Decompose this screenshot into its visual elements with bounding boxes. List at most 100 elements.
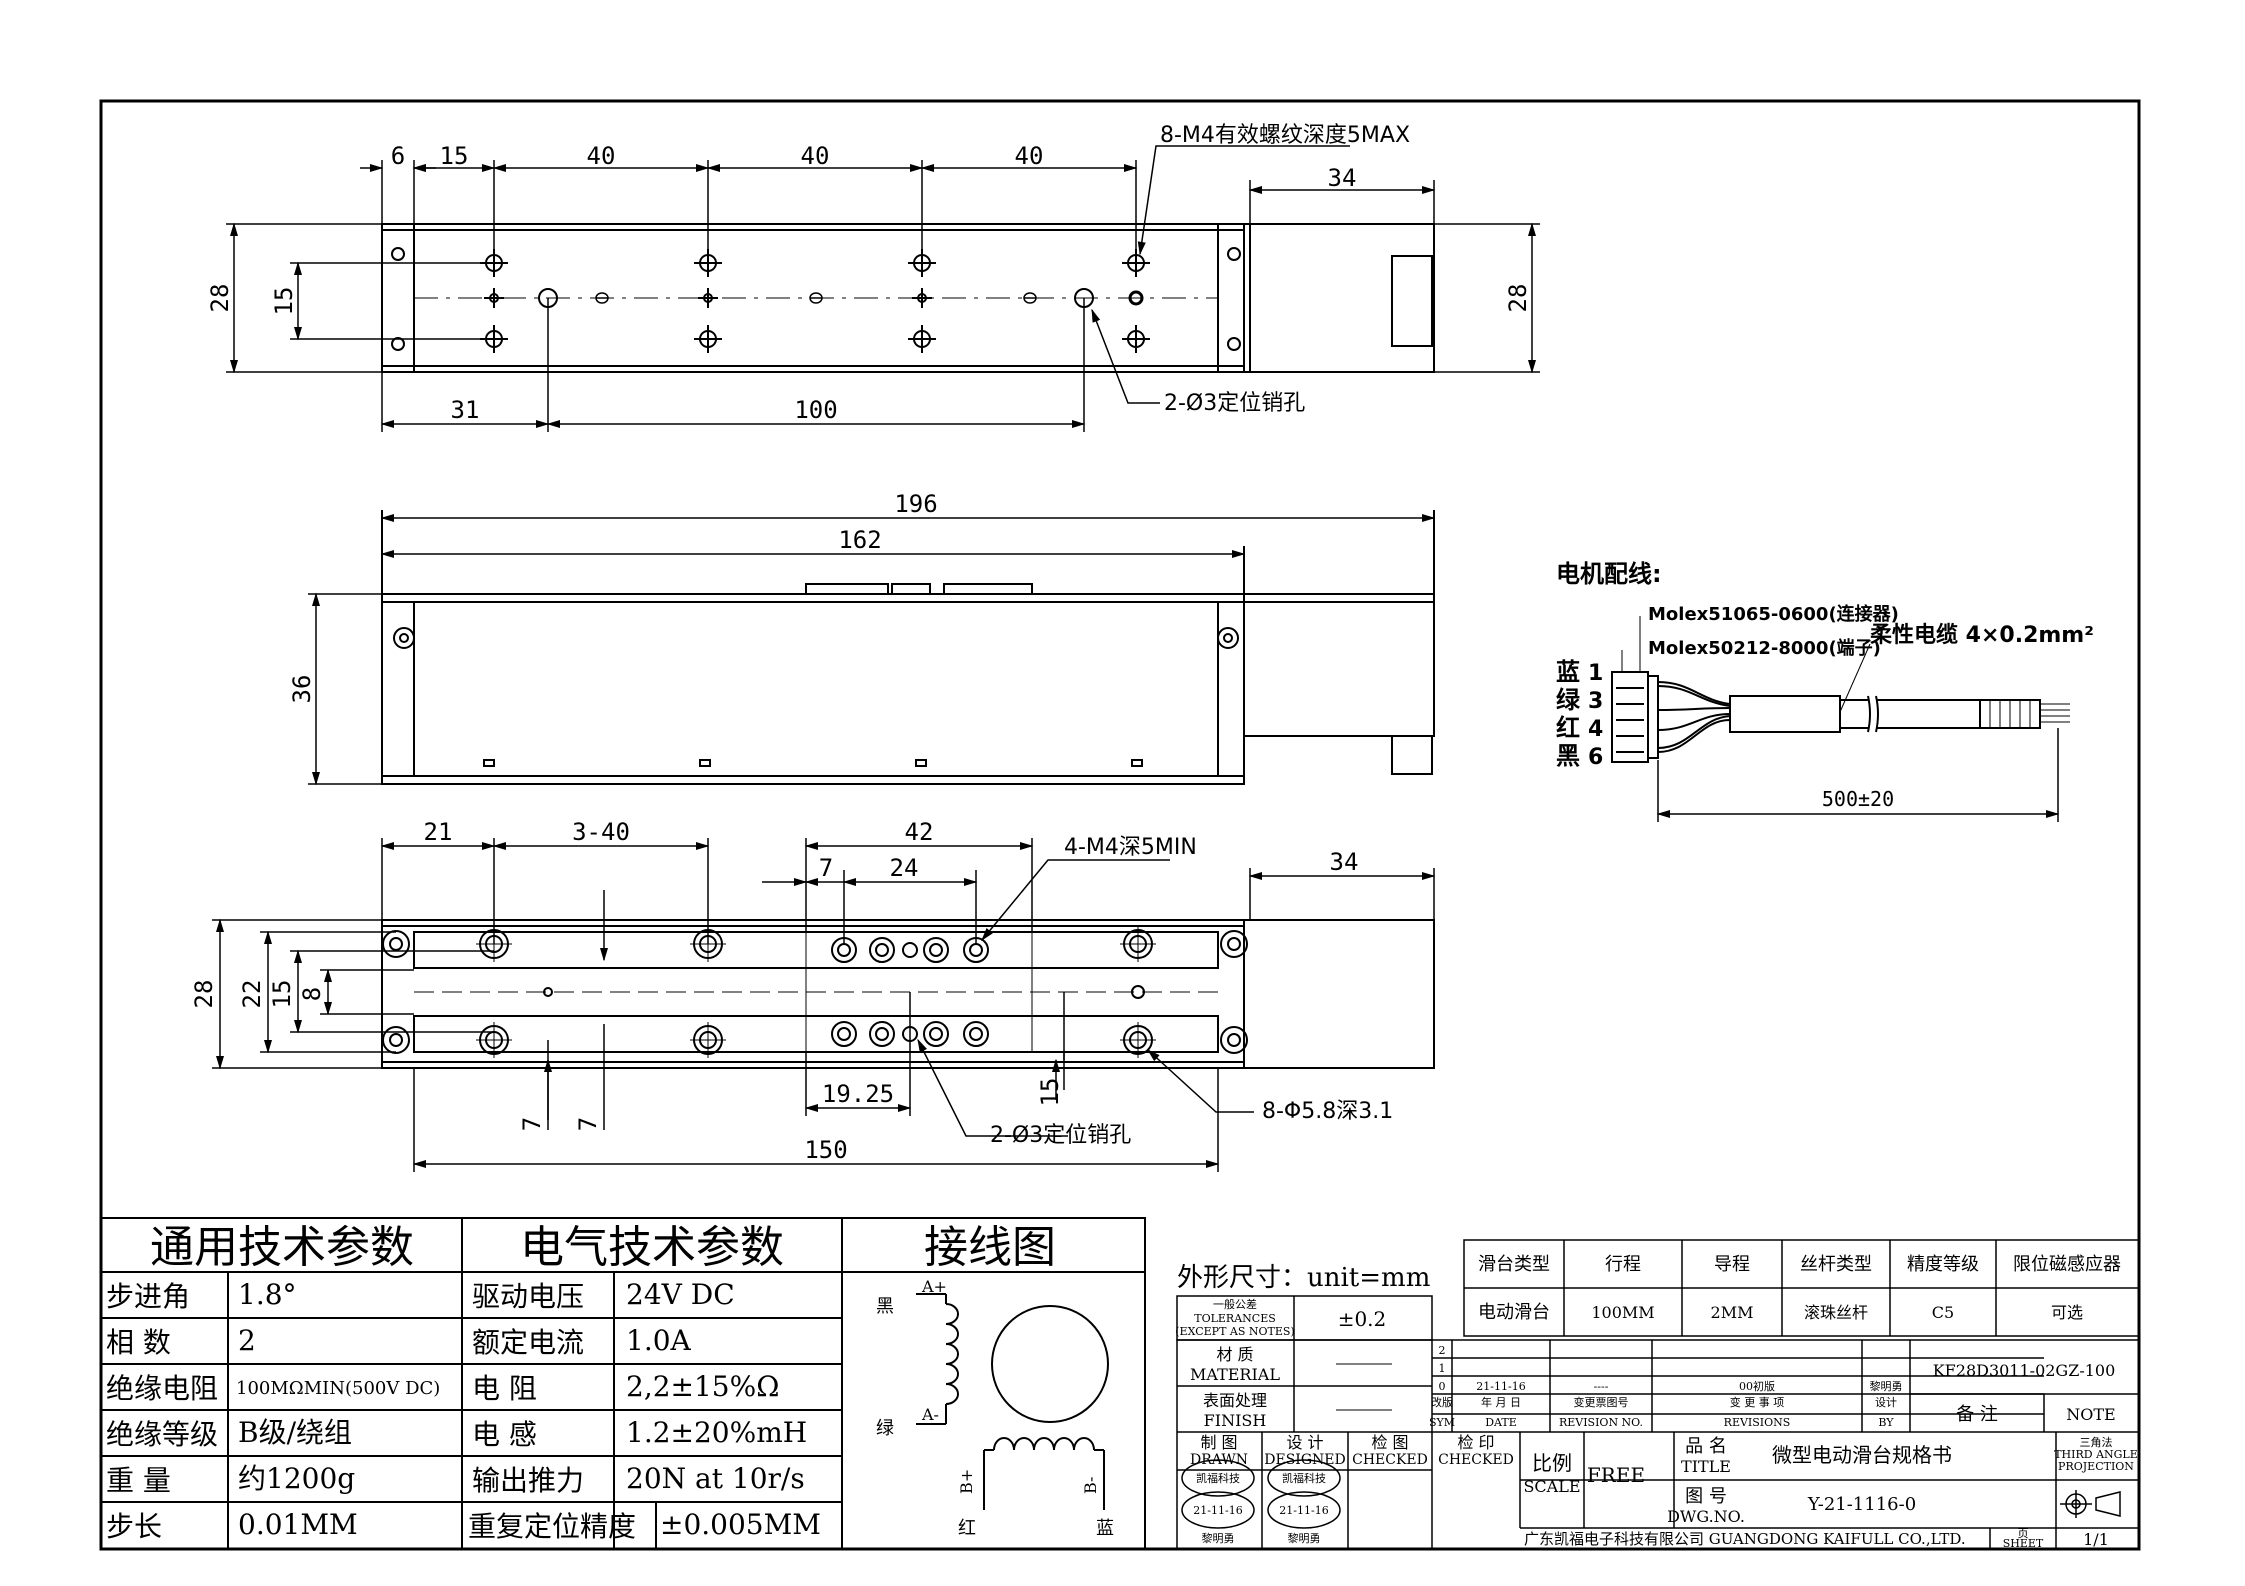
wiring-title: 电机配线: [1556, 560, 1662, 588]
dwg-cn: 图 号 [1685, 1486, 1727, 1507]
spec-h-3: 丝杆类型 [1800, 1254, 1872, 1275]
spec-v-3: 滚珠丝杆 [1804, 1303, 1868, 1322]
relief-hole [809, 292, 823, 304]
dwg-value: Y-21-1116-0 [1807, 1494, 1916, 1515]
dim-24: 24 [890, 854, 919, 882]
gen-label-0: 步进角 [106, 1280, 190, 1313]
gen-label-2: 绝缘电阻 [106, 1372, 218, 1405]
thread-hole [908, 325, 936, 353]
ele-label-4: 输出推力 [472, 1464, 584, 1497]
dim-28-bottom: 28 [190, 980, 218, 1009]
wd-black: 黑 [876, 1296, 894, 1317]
dim-31: 31 [451, 396, 480, 424]
electrical-header: 电气技术参数 [520, 1222, 784, 1273]
top-view-holes [480, 249, 1150, 353]
dim-100: 100 [794, 396, 837, 424]
dim-22: 22 [238, 980, 266, 1009]
dim-34-bottom: 34 [1330, 848, 1359, 876]
thread-hole [1122, 325, 1150, 353]
wd-green: 绿 [876, 1418, 894, 1439]
gen-value-4: 约1200g [238, 1462, 355, 1495]
thread-hole [694, 325, 722, 353]
wd-a-minus: A- [921, 1405, 939, 1424]
dim-15-right: 15 [1036, 1078, 1064, 1107]
ele-value-1: 1.0A [626, 1324, 692, 1357]
checked-cn: 检 图 [1371, 1433, 1408, 1452]
spec-h-2: 导程 [1714, 1254, 1750, 1275]
wd-red: 红 [958, 1518, 976, 1539]
note-pin-bottom: 2-Ø3定位销孔 [990, 1123, 1131, 1148]
stamp-designed-name: 黎明勇 [1288, 1531, 1321, 1545]
slide-thread-hole [869, 1021, 895, 1047]
part-no: KF28D3011-02GZ-100 [1933, 1361, 2116, 1380]
dim-36: 36 [288, 675, 316, 704]
stamp-drawn-name: 黎明勇 [1202, 1531, 1235, 1545]
col-rev-en: REVISIONS [1724, 1416, 1791, 1429]
thread-hole [912, 288, 932, 308]
rev-date: 21-11-16 [1476, 1380, 1525, 1393]
thread-hole [908, 249, 936, 277]
dim-34: 34 [1328, 164, 1357, 192]
dim-15-left: 15 [270, 287, 298, 316]
col-sym-en: SYM [1429, 1416, 1455, 1429]
pin-num-1: 1 [1588, 661, 1603, 686]
material-en: MATERIAL [1190, 1365, 1280, 1384]
top-view-dims [226, 145, 1540, 432]
ele-value-4: 20N at 10r/s [626, 1462, 805, 1495]
connector-label: Molex51065-0600(连接器) [1648, 603, 1899, 625]
dim-28-right: 28 [1504, 284, 1532, 313]
spec-v-4: C5 [1932, 1303, 1954, 1322]
cable-length: 500±20 [1822, 787, 1894, 811]
wd-blue: 蓝 [1096, 1518, 1114, 1539]
rev-by: 黎明勇 [1870, 1379, 1903, 1393]
checked-en: CHECKED [1352, 1452, 1428, 1468]
stamp-designed-co: 凯福科技 [1282, 1471, 1326, 1485]
designed-en: DESIGNED [1264, 1452, 1345, 1468]
dims-unit-label: 外形尺寸：unit=mm [1177, 1263, 1430, 1293]
gen-value-3: B级/绕组 [238, 1416, 352, 1449]
note-thread: 8-M4有效螺纹深度5MAX [1160, 123, 1410, 148]
dim-42: 42 [905, 818, 934, 846]
terminal-label: Molex50212-8000(端子) [1648, 638, 1881, 659]
pin-num-4: 6 [1588, 745, 1603, 770]
proj-en2: PROJECTION [2058, 1460, 2134, 1473]
thread-hole [698, 288, 718, 308]
top-view-dim-text: 6 15 40 40 40 34 28 15 28 31 100 8-M4有效螺… [206, 123, 1532, 424]
gen-value-0: 1.8° [238, 1278, 297, 1311]
dwg-en: DWG.NO. [1667, 1507, 1745, 1526]
wd-a-plus: A+ [921, 1277, 947, 1296]
dim-7-top: 7 [819, 854, 833, 882]
gen-value-2: 100MΩMIN(500V DC) [236, 1378, 440, 1399]
stamp-drawn-date: 21-11-16 [1193, 1504, 1242, 1517]
dim-8: 8 [298, 987, 326, 1001]
gen-label-1: 相 数 [106, 1326, 171, 1359]
scale-cn: 比例 [1532, 1451, 1572, 1475]
note-pin-top: 2-Ø3定位销孔 [1164, 391, 1305, 416]
wd-b-plus: B+ [957, 1469, 976, 1494]
title-cn: 品 名 [1685, 1436, 1727, 1457]
dim-19-25: 19.25 [822, 1080, 894, 1108]
dim-40-a: 40 [587, 142, 616, 170]
spec-h-4: 精度等级 [1907, 1254, 1979, 1275]
rev-dash: ---- [1594, 1380, 1609, 1393]
thread-hole [1122, 249, 1150, 277]
gen-value-1: 2 [238, 1324, 256, 1357]
bottom-view-dims [212, 838, 1436, 1172]
slide-thread-hole [831, 1021, 857, 1047]
col-rev: 变 更 事 项 [1730, 1395, 1785, 1409]
ele-value-5: ±0.005MM [660, 1508, 821, 1541]
relief-hole [1023, 292, 1037, 304]
general-params-table: 通用技术参数 电气技术参数 接线图 步进角 相 数 绝缘电阻 绝缘等级 重 量 … [100, 1217, 1146, 1550]
finish-cn: 表面处理 [1203, 1391, 1267, 1410]
ele-label-3: 电 感 [472, 1418, 537, 1451]
ele-label-5: 重复定位精度 [468, 1510, 636, 1543]
sheet-en: SHEET [2003, 1537, 2044, 1550]
drawn-en: DRAWN [1190, 1452, 1248, 1468]
note-m4: 4-M4深5MIN [1064, 835, 1197, 860]
gen-label-5: 步长 [106, 1510, 162, 1543]
dim-196: 196 [894, 490, 937, 518]
tol-value: ±0.2 [1338, 1307, 1387, 1331]
side-view-dim-text: 196 162 36 [288, 490, 938, 703]
dim-7-a: 7 [518, 1117, 546, 1131]
dim-7-b: 7 [574, 1117, 602, 1131]
